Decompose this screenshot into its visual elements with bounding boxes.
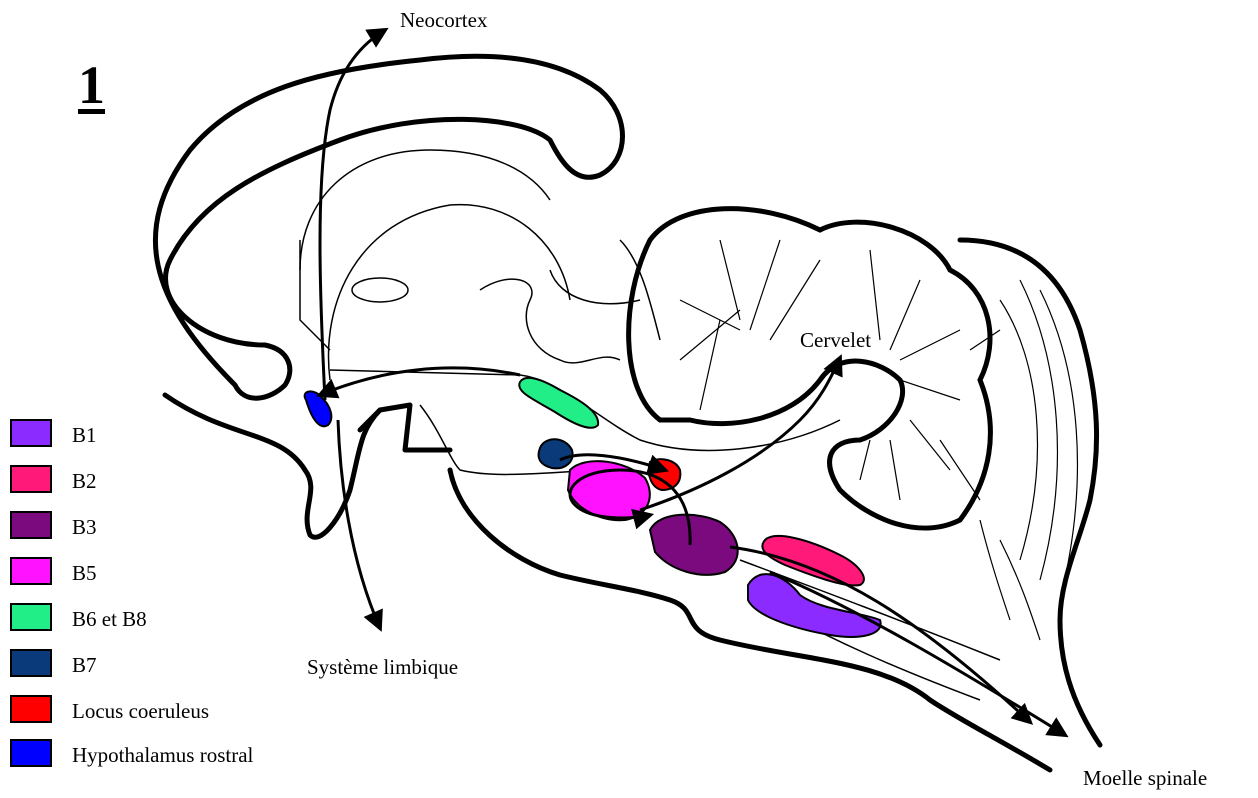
arrow-to-neocortex [320, 30, 385, 400]
figure-number: 1 [78, 58, 105, 112]
legend-label: B3 [72, 515, 97, 540]
legend-label: B5 [72, 561, 97, 586]
legend-swatch [10, 465, 52, 493]
legend-label: B1 [72, 423, 97, 448]
legend-swatch [10, 419, 52, 447]
legend-swatch [10, 603, 52, 631]
nuclei [305, 378, 881, 637]
legend-label: B2 [72, 469, 97, 494]
legend-label: Hypothalamus rostral [72, 743, 253, 768]
legend-swatch [10, 695, 52, 723]
legend: B1 B2 B3 B5 B6 et B8 B7 Locus coeruleus … [10, 418, 330, 768]
legend-swatch [10, 557, 52, 585]
legend-label: B6 et B8 [72, 607, 147, 632]
nucleus-b7 [539, 439, 573, 468]
legend-swatch [10, 649, 52, 677]
legend-swatch [10, 739, 52, 767]
legend-swatch [10, 511, 52, 539]
nucleus-b3 [650, 515, 738, 575]
arrow-to-moelle-2 [770, 572, 1065, 735]
label-cervelet: Cervelet [800, 330, 871, 351]
inner-structures [300, 150, 1000, 700]
projection-arrows [320, 30, 1065, 735]
label-neocortex: Neocortex [400, 10, 487, 31]
legend-label: Locus coeruleus [72, 699, 209, 724]
legend-label: B7 [72, 653, 97, 678]
nucleus-b6-b8 [519, 378, 598, 428]
label-moelle-spinale: Moelle spinale [1083, 768, 1207, 789]
